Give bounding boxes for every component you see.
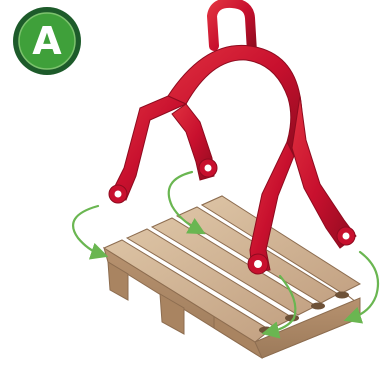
placement-arrow-4 xyxy=(343,250,380,324)
placement-arrow-1 xyxy=(72,204,109,260)
placement-arrow-3 xyxy=(261,274,297,339)
lifting-frame-leg-right-outer xyxy=(291,95,357,249)
lifting-frame-handle xyxy=(207,0,257,57)
pallet-slot-4 xyxy=(335,291,349,299)
step-badge-letter: A xyxy=(32,19,62,63)
lifting-frame xyxy=(108,0,357,275)
placement-arrow-2 xyxy=(167,170,206,235)
pallet-slat-top xyxy=(200,195,362,294)
step-badge-circle-icon xyxy=(13,7,81,75)
lifting-frame-leg-left-outer xyxy=(109,95,188,201)
pallet-foot-middle xyxy=(159,293,185,335)
pallet-foot-left xyxy=(107,261,129,301)
placement-arrows xyxy=(72,170,380,339)
step-badge: A xyxy=(12,6,82,76)
pallet-slot-3 xyxy=(311,302,325,310)
